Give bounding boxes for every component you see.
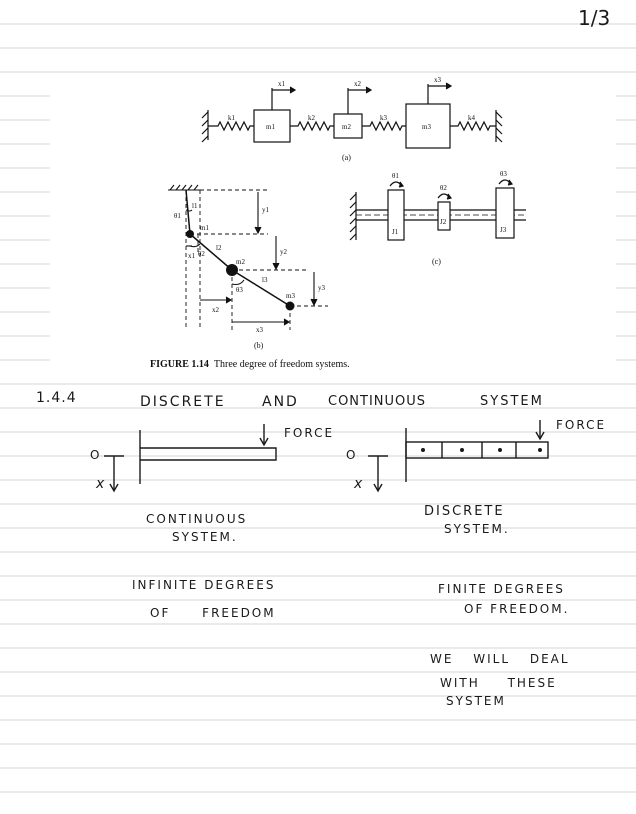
heading-system: SYSTEM xyxy=(480,394,544,409)
angle-theta2-label: θ2 xyxy=(198,250,205,258)
spring-k1-label: k1 xyxy=(228,114,236,122)
beam-sketches xyxy=(104,420,549,493)
inertia-j1-label: J1 xyxy=(392,228,399,236)
figure-diagrams: k1 k2 k3 k4 m1 m2 m3 x1 x2 x3 (a) xyxy=(168,76,526,350)
vert-y3-label: y3 xyxy=(318,284,326,292)
panel-b-caption: (b) xyxy=(254,341,264,350)
panel-b xyxy=(168,184,328,330)
finite-dof-line-2: OF FREEDOM. xyxy=(464,602,570,616)
heading-discrete: DISCRETE xyxy=(140,394,226,410)
textbook-figure: k1 k2 k3 k4 m1 m2 m3 x1 x2 x3 (a) xyxy=(50,74,616,374)
mass-m2-label: m2 xyxy=(342,123,351,131)
deal-line-1: WE WILL DEAL xyxy=(430,652,570,666)
length-l3-label: l3 xyxy=(262,276,268,284)
heading-continuous: CONTINUOUS xyxy=(328,394,427,409)
continuous-system-label-2: SYSTEM. xyxy=(172,530,238,544)
spring-k3-label: k3 xyxy=(380,114,388,122)
discrete-mass-dots xyxy=(421,448,542,452)
vert-y1-label: y1 xyxy=(262,206,270,214)
discrete-system-label-1: DISCRETE xyxy=(424,504,505,519)
finite-dof-line-1: FINITE DEGREES xyxy=(438,582,565,596)
panel-a xyxy=(201,82,503,149)
panel-c-labels: θ1 θ2 θ3 J1 J2 J3 (c) xyxy=(392,170,507,266)
panel-b-labels: l1 l2 l3 m1 m2 m3 θ1 θ2 θ3 y1 y2 y3 x1 x… xyxy=(174,202,326,350)
continuous-system-label-1: CONTINUOUS xyxy=(146,512,248,526)
angle-theta3-label: θ3 xyxy=(236,286,243,294)
inertia-j3-label: J3 xyxy=(500,226,507,234)
page-number: 1/3 xyxy=(578,6,611,30)
disp-x2-label: x2 xyxy=(354,80,362,88)
axis-origin-left: O xyxy=(90,448,102,462)
deal-line-3: SYSTEM xyxy=(446,694,506,708)
figure-caption-text: Three degree of freedom systems. xyxy=(213,359,350,370)
disp-x3-label: x3 xyxy=(434,76,442,84)
section-number: 1.4.4 xyxy=(36,390,77,406)
figure-caption: FIGURE 1.14 Three degree of freedom syst… xyxy=(150,359,350,370)
angle-theta1-label: θ1 xyxy=(174,212,181,220)
heading-and: AND xyxy=(262,394,299,410)
length-l2-label: l2 xyxy=(216,244,222,252)
inertia-j2-label: J2 xyxy=(440,218,447,226)
infinite-dof-line-1: INFINITE DEGREES xyxy=(132,578,276,592)
horiz-x2-label: x2 xyxy=(212,306,220,314)
disp-x1-label: x1 xyxy=(278,80,286,88)
mass-m1-label: m1 xyxy=(266,123,275,131)
angle-theta1-c-label: θ1 xyxy=(392,172,399,180)
panel-c-caption: (c) xyxy=(432,257,441,266)
figure-caption-number: FIGURE 1.14 xyxy=(150,359,209,370)
length-l1-label: l1 xyxy=(192,202,198,210)
axis-x-left: x xyxy=(96,476,107,492)
discrete-system-label-2: SYSTEM. xyxy=(444,522,510,536)
mass-m3-b-label: m3 xyxy=(286,292,295,300)
horiz-x3-label: x3 xyxy=(256,326,264,334)
mass-m1-b-label: m1 xyxy=(200,224,209,232)
axis-x-right: x xyxy=(354,476,365,492)
vert-y2-label: y2 xyxy=(280,248,288,256)
angle-theta2-c-label: θ2 xyxy=(440,184,447,192)
angle-theta3-c-label: θ3 xyxy=(500,170,507,178)
mass-m3-label: m3 xyxy=(422,123,431,131)
horiz-x1-label: x1 xyxy=(188,252,196,260)
mass-m2-b-label: m2 xyxy=(236,258,245,266)
force-label-left: FORCE xyxy=(284,426,335,440)
panel-b-masses xyxy=(186,230,295,311)
force-label-right: FORCE xyxy=(556,418,607,432)
infinite-dof-line-2: OF FREEDOM xyxy=(150,606,276,620)
panel-a-caption: (a) xyxy=(342,153,351,162)
deal-line-2: WITH THESE xyxy=(440,676,557,690)
axis-origin-right: O xyxy=(346,448,358,462)
spring-k2-label: k2 xyxy=(308,114,316,122)
spring-k4-label: k4 xyxy=(468,114,476,122)
panel-c xyxy=(349,179,526,241)
panel-a-labels: k1 k2 k3 k4 m1 m2 m3 x1 x2 x3 (a) xyxy=(228,76,476,162)
